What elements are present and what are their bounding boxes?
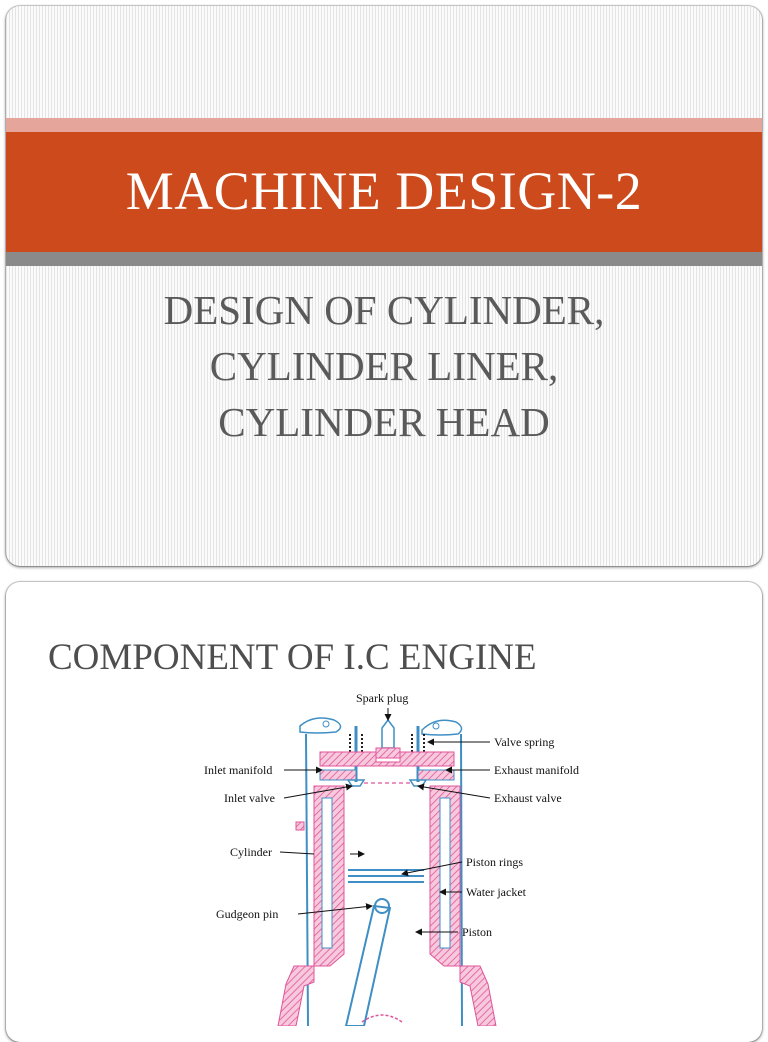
subtitle-line-2: CYLINDER LINER, <box>209 343 559 389</box>
connecting-rod <box>344 898 392 1026</box>
content-slide: COMPONENT OF I.C ENGINE <box>6 582 762 1042</box>
rocker-arm-right <box>421 719 463 736</box>
crankcase <box>277 965 497 1026</box>
piston-rings <box>348 869 424 883</box>
label-gudgeon-pin: Gudgeon pin <box>216 907 278 921</box>
cylinder-head <box>319 751 455 787</box>
ic-engine-diagram: Spark plug Valve spring Inlet manifold E… <box>204 691 579 1026</box>
title-band <box>6 132 762 252</box>
subtitle-line-1: DESIGN OF CYLINDER, <box>163 287 605 333</box>
accent-band-top <box>6 118 762 132</box>
subtitle-line-3: CYLINDER HEAD <box>218 399 550 445</box>
label-spark-plug: Spark plug <box>356 691 408 705</box>
slide-title: MACHINE DESIGN-2 <box>125 161 643 221</box>
content-slide-title: COMPONENT OF I.C ENGINE <box>48 637 537 678</box>
title-slide: MACHINE DESIGN-2 DESIGN OF CYLINDER, CYL… <box>6 6 762 566</box>
rocker-arm-left <box>299 717 342 734</box>
label-exhaust-valve: Exhaust valve <box>494 791 562 805</box>
cylinder-walls <box>295 785 461 967</box>
label-piston: Piston <box>462 925 492 939</box>
label-exhaust-manifold: Exhaust manifold <box>494 763 579 777</box>
valve-springs <box>349 734 425 754</box>
annotation-arrows <box>279 708 491 936</box>
label-inlet-manifold: Inlet manifold <box>204 763 272 777</box>
slide-subtitle: DESIGN OF CYLINDER, CYLINDER LINER, CYLI… <box>6 282 762 450</box>
label-inlet-valve: Inlet valve <box>224 791 275 805</box>
spark-plug <box>375 718 401 759</box>
label-water-jacket: Water jacket <box>466 885 527 899</box>
label-valve-spring: Valve spring <box>494 735 554 749</box>
accent-band-bottom <box>6 252 762 266</box>
label-piston-rings: Piston rings <box>466 855 523 869</box>
label-cylinder: Cylinder <box>230 845 272 859</box>
